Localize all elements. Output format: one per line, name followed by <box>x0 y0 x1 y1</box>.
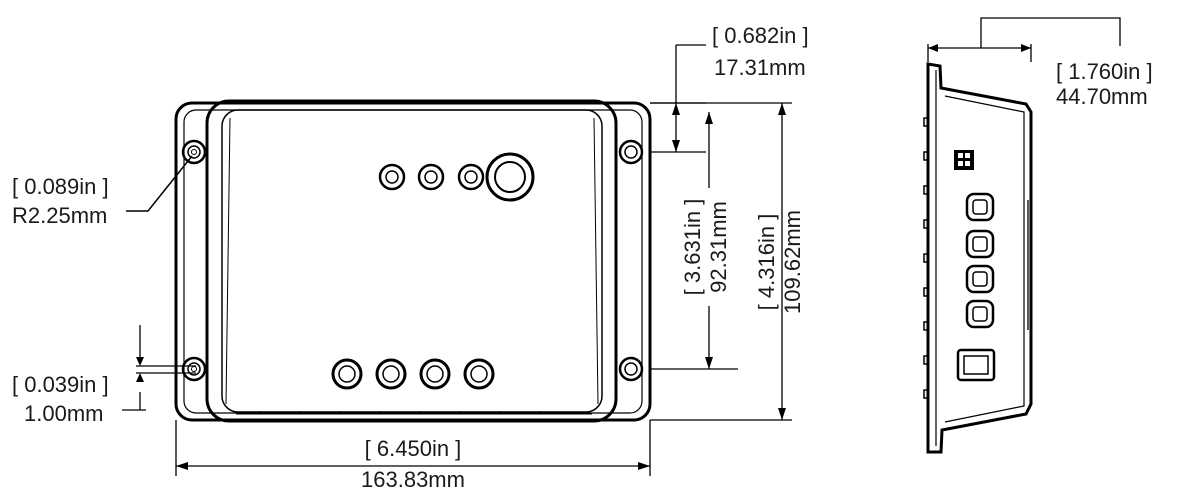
front-panel-bevel <box>225 117 599 405</box>
depth-inch: [ 1.760in ] <box>1056 59 1153 84</box>
mount-hole-bottom-left <box>181 356 207 382</box>
cable-gland-2 <box>375 358 407 390</box>
side-button-1 <box>965 192 995 222</box>
side-body-outline <box>926 62 1033 454</box>
side-rj-port <box>956 348 996 382</box>
mount-hole-top-left <box>181 139 207 165</box>
dimension-hole-spacing <box>650 112 738 370</box>
terminal-strip <box>236 411 592 415</box>
dimension-hole-offset-top <box>650 44 706 153</box>
control-knob <box>485 152 535 202</box>
indicator-led-1 <box>378 163 406 191</box>
cable-gland-4 <box>463 358 495 390</box>
housing-inner-outline <box>183 109 643 414</box>
dimension-depth <box>927 17 1121 62</box>
housing-outline <box>174 101 652 422</box>
leader-hole-radius <box>126 155 193 212</box>
edge-offset-inch: [ 0.039in ] <box>12 372 109 397</box>
side-button-3 <box>965 264 995 294</box>
indicator-led-2 <box>417 163 445 191</box>
width-inch: [ 6.450in ] <box>365 436 462 461</box>
side-button-2 <box>965 229 995 259</box>
dimension-width <box>175 420 651 476</box>
dimension-height <box>650 102 792 421</box>
dimension-edge-offset <box>122 325 196 411</box>
depth-mm: 44.70mm <box>1056 84 1148 109</box>
hole-offset-inch: [ 0.682in ] <box>712 23 809 48</box>
front-panel <box>205 99 618 423</box>
indicator-led-3 <box>457 163 485 191</box>
height-inch: [ 4.316in ] <box>754 214 779 311</box>
cable-gland-3 <box>419 358 451 390</box>
hole-radius-inch: [ 0.089in ] <box>12 174 109 199</box>
side-body-inner <box>935 70 1025 446</box>
hole-radius-mm: R2.25mm <box>12 203 107 228</box>
side-button-4 <box>965 299 995 329</box>
height-mm: 109.62mm <box>780 210 805 314</box>
edge-offset-mm: 1.00mm <box>24 401 103 426</box>
cable-gland-1 <box>331 358 363 390</box>
side-view <box>923 62 1033 454</box>
front-panel-inner <box>221 109 603 413</box>
hole-spacing-inch: [ 3.631in ] <box>680 199 705 296</box>
width-mm: 163.83mm <box>361 467 465 492</box>
front-view <box>174 99 652 423</box>
mount-hole-bottom-right <box>618 356 644 382</box>
hole-spacing-mm: 92.31mm <box>706 201 731 293</box>
mount-hole-top-right <box>618 139 644 165</box>
hole-offset-mm: 17.31mm <box>714 55 806 80</box>
side-fins <box>923 117 928 399</box>
side-dip-switch <box>954 150 974 170</box>
